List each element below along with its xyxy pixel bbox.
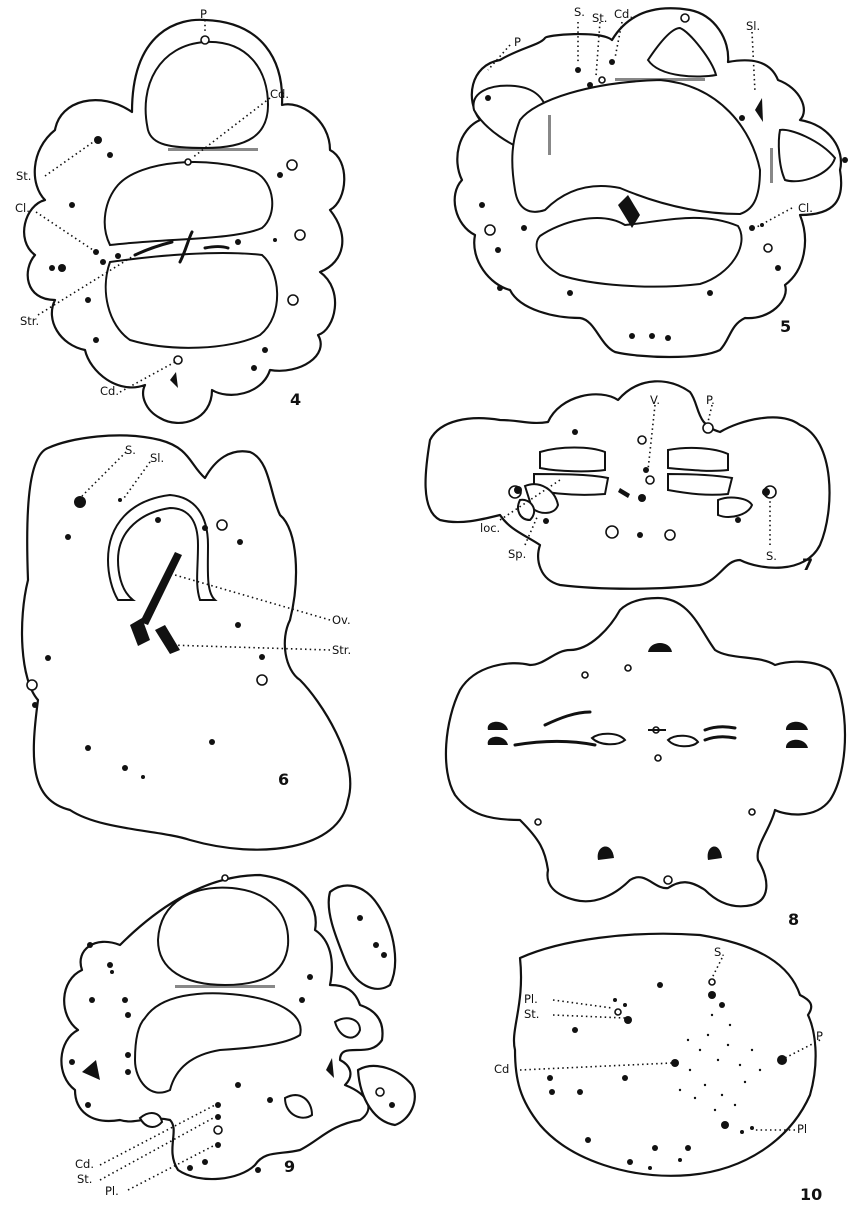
fig4-label-cd-lower: Cd. bbox=[100, 384, 119, 398]
fig10-label-s: S. bbox=[714, 945, 725, 959]
fig4-label-cd-upper: Cd. bbox=[270, 87, 289, 101]
fig4-label-cl: Cl. bbox=[15, 201, 30, 215]
fig10-label-pl-lower: Pl bbox=[797, 1122, 807, 1136]
fig6-outline bbox=[22, 435, 350, 849]
fig8-number: 8 bbox=[788, 910, 799, 929]
fig5-label-p: P bbox=[514, 35, 521, 49]
fig5-label-s: S. bbox=[574, 5, 585, 19]
fig10-label-cd: Cd bbox=[494, 1062, 509, 1076]
fig4-str-mark bbox=[205, 247, 228, 249]
fig5-lower-chamber bbox=[537, 218, 742, 287]
fig9-label-pl: Pl. bbox=[105, 1184, 119, 1198]
fig10-outline bbox=[514, 934, 816, 1176]
fig4-label-p: P bbox=[200, 7, 207, 21]
fig4-number: 4 bbox=[290, 390, 301, 409]
fig9-label-cd: Cd. bbox=[75, 1157, 94, 1171]
fig5-number: 5 bbox=[780, 317, 791, 336]
fig7-label-sp: Sp. bbox=[508, 547, 526, 561]
fig6-label-s: S. bbox=[125, 443, 136, 457]
fig7-number: 7 bbox=[802, 555, 813, 574]
fig6-label-str: Str. bbox=[332, 643, 351, 657]
figure-4: P Cd. St. Cl. Str. Cd. 4 bbox=[15, 7, 344, 423]
figure-6: S. Sl. Ov. Str. 6 bbox=[22, 435, 351, 849]
fig7-label-p: P. bbox=[706, 393, 715, 407]
fig7-label-v: V. bbox=[650, 393, 660, 407]
fig9-label-st: St. bbox=[77, 1172, 92, 1186]
fig9-number: 9 bbox=[284, 1157, 295, 1176]
fig6-label-sl: Sl. bbox=[150, 451, 164, 465]
fig10-label-p: P bbox=[816, 1029, 823, 1043]
fig9-upper-ring bbox=[158, 888, 288, 985]
fig7-label-loc: loc. bbox=[480, 521, 500, 535]
fig4-label-st: St. bbox=[16, 169, 31, 183]
fig5-label-cl: Cl. bbox=[798, 201, 813, 215]
fig4-lower-chamber bbox=[106, 253, 277, 348]
figure-7: V. P. loc. Sp. S. 7 bbox=[426, 381, 830, 588]
figure-10: S. Pl. St. Cd P Pl 10 bbox=[494, 934, 823, 1204]
fig10-number: 10 bbox=[800, 1185, 822, 1204]
fig4-stipple bbox=[168, 148, 258, 151]
fig6-number: 6 bbox=[278, 770, 289, 789]
figure-8: 8 bbox=[446, 598, 845, 929]
fig10-label-st: St. bbox=[524, 1007, 539, 1021]
figure-9: Cd. St. Pl. 9 bbox=[61, 875, 414, 1198]
fig10-label-pl-upper: Pl. bbox=[524, 992, 538, 1006]
figure-5: P S. St. Cd. Sl. Cl. 5 bbox=[455, 5, 848, 357]
fig6-label-ov: Ov. bbox=[332, 613, 351, 627]
fig5-label-sl: Sl. bbox=[746, 19, 760, 33]
fig4-label-str: Str. bbox=[20, 314, 39, 328]
fig8-outline bbox=[446, 598, 845, 906]
fig5-label-st: St. bbox=[592, 11, 607, 25]
fig5-label-cd: Cd. bbox=[614, 7, 633, 21]
fig7-label-s: S. bbox=[766, 549, 777, 563]
